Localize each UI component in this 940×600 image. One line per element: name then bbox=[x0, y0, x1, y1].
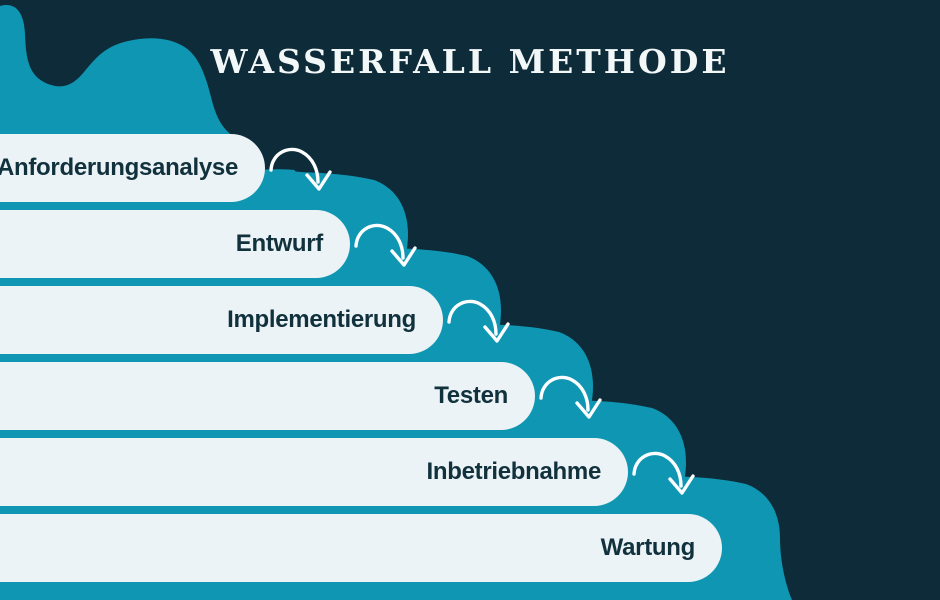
page-title: WASSERFALL METHODE bbox=[210, 42, 730, 81]
phase-bar-inbetriebnahme: Inbetriebnahme bbox=[0, 438, 628, 506]
phase-bar-implementierung: Implementierung bbox=[0, 286, 443, 354]
phase-label: Inbetriebnahme bbox=[426, 458, 602, 485]
phase-label: Testen bbox=[434, 382, 508, 409]
phase-label: Entwurf bbox=[235, 230, 324, 257]
phase-bar-anforderungsanalyse: Anforderungsanalyse bbox=[0, 134, 265, 202]
phase-bar-wartung: Wartung bbox=[0, 514, 722, 582]
phase-label: Anforderungsanalyse bbox=[0, 154, 238, 181]
phase-bar-testen: Testen bbox=[0, 362, 535, 430]
phase-label: Implementierung bbox=[227, 306, 416, 333]
phase-label: Wartung bbox=[600, 534, 696, 561]
phase-bar-entwurf: Entwurf bbox=[0, 210, 350, 278]
